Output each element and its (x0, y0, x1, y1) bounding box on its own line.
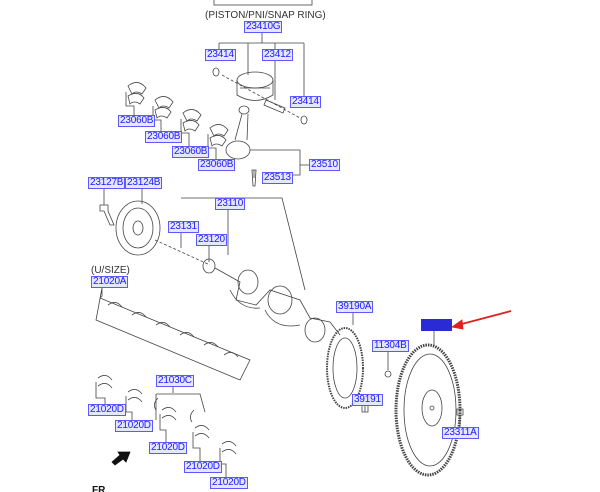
crankshaft-icon (214, 267, 341, 343)
leader-thrust (155, 386, 206, 420)
part-label-21020d[interactable]: 21020D (115, 420, 153, 432)
part-label-21020d[interactable]: 21020D (184, 461, 222, 473)
bolt-23311a-icon (456, 408, 464, 428)
part-label-23311a[interactable]: 23311A (442, 427, 479, 439)
part-label-23120[interactable]: 23120 (196, 234, 227, 246)
leader-crank (180, 197, 306, 291)
snap-ring-icon (300, 115, 308, 125)
part-label-11304b[interactable]: 11304B (372, 340, 409, 352)
connecting-rod-icon (225, 105, 251, 160)
front-direction-arrow-icon (111, 451, 131, 466)
piston-pin-icon (263, 99, 286, 114)
part-label-23060b[interactable]: 23060B (145, 131, 183, 143)
leader-conrod (250, 149, 309, 176)
part-label-23513[interactable]: 23513 (262, 172, 293, 184)
bearing-icon (192, 425, 210, 462)
seal-ring-icon (202, 258, 216, 274)
part-label-23110[interactable]: 23110 (215, 198, 246, 210)
piston-ring-set-box (213, 0, 313, 6)
flywheel-icon (394, 343, 462, 477)
part-label-21030c[interactable]: 21030C (156, 375, 194, 387)
part-label-23510[interactable]: 23510 (309, 159, 340, 171)
conrod-bolt-icon (251, 169, 257, 187)
nut-11304b-icon (384, 370, 392, 378)
part-label-23410g[interactable]: 23410G (244, 21, 283, 33)
front-note: FR (92, 485, 106, 492)
part-label-23412[interactable]: 23412 (262, 49, 293, 61)
part-label-23127b[interactable]: 23127B (88, 177, 126, 189)
part-label-21020d[interactable]: 21020D (149, 442, 187, 454)
snap-ring-icon (212, 67, 220, 77)
center-line (154, 239, 211, 266)
bearing-icon (152, 96, 174, 132)
center-line (221, 74, 301, 119)
piston-group-note: (PISTON/PNI/SNAP RING) (205, 10, 326, 21)
part-label-23200-highlighted[interactable]: 23200 (421, 319, 452, 331)
part-label-23414[interactable]: 23414 (290, 96, 321, 108)
bearing-icon (95, 375, 113, 405)
part-label-39190a[interactable]: 39190A (336, 301, 374, 313)
part-label-23060b[interactable]: 23060B (172, 146, 210, 158)
bearing-tray-outline (95, 287, 251, 381)
thrust-washer-icon (154, 397, 195, 423)
crank-pulley-icon (115, 200, 161, 256)
part-label-23060b[interactable]: 23060B (118, 115, 156, 127)
pulley-bolt-icon (99, 189, 115, 226)
part-label-39191[interactable]: 39191 (352, 394, 383, 406)
leader-lines-piston (218, 32, 305, 100)
part-label-21020d[interactable]: 21020D (88, 404, 126, 416)
undersize-note: (U/SIZE) (91, 265, 130, 276)
bearing-icon (207, 124, 229, 160)
drive-plate-icon (326, 327, 364, 409)
part-label-23124b[interactable]: 23124B (125, 177, 163, 189)
part-label-23060b[interactable]: 23060B (198, 159, 236, 171)
part-label-23414[interactable]: 23414 (205, 49, 236, 61)
piston-icon (236, 71, 274, 101)
part-label-21020a[interactable]: 21020A (91, 276, 129, 288)
part-label-21020d[interactable]: 21020D (210, 477, 248, 489)
bearing-icon (159, 407, 177, 443)
bearing-icon (180, 109, 202, 147)
drive-plate-inner (332, 337, 358, 399)
part-label-23131[interactable]: 23131 (168, 221, 199, 233)
bearing-icon (125, 389, 143, 421)
highlight-arrow-icon (450, 310, 512, 330)
main-bearings-upper (107, 302, 239, 358)
bearing-icon (125, 82, 147, 116)
bearing-icon (219, 441, 237, 478)
